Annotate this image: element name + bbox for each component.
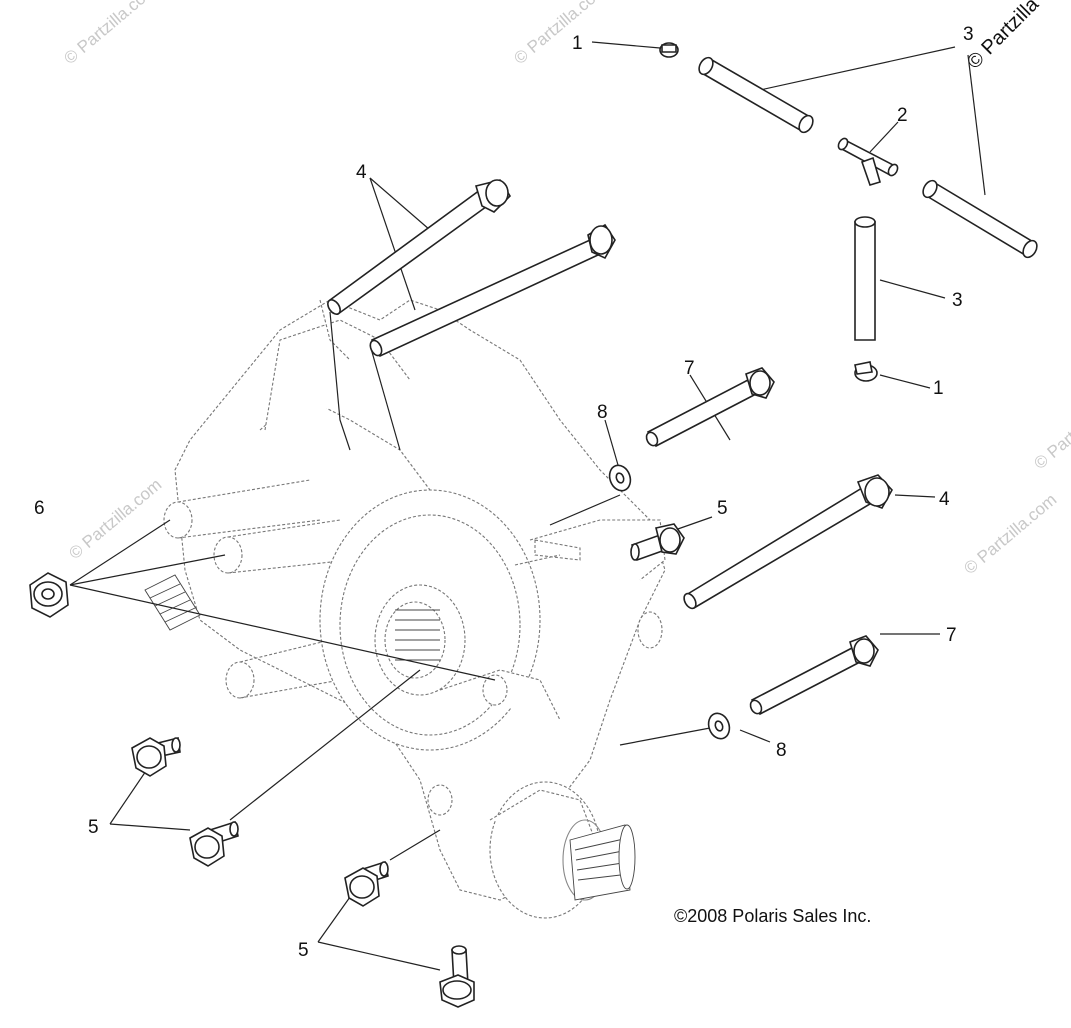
callout-7-bottom: 7 <box>946 625 957 646</box>
left-spline-shaft <box>144 574 201 631</box>
callout-8-bottom: 8 <box>776 740 787 761</box>
callout-1-top: 1 <box>572 33 583 54</box>
watermark-top-center: © Partzilla.com <box>510 0 610 68</box>
clamp-bottom <box>854 361 878 382</box>
transmission-housing <box>144 299 666 919</box>
bolt-long-upper-1 <box>327 179 512 316</box>
hose-upper <box>698 56 814 134</box>
callout-5-bottom: 5 <box>298 940 309 961</box>
callout-2: 2 <box>897 105 908 126</box>
bolt-long-upper-2 <box>369 223 616 358</box>
callouts: 1 1 2 3 3 4 4 5 5 5 6 7 7 8 8 <box>34 24 974 961</box>
watermark-mid-right: © Partzilla.com <box>960 490 1060 578</box>
callout-3-hose: 3 <box>952 290 963 311</box>
t-fitting <box>837 137 899 186</box>
output-spline-shaft <box>569 824 636 901</box>
copyright-text: ©2008 Polaris Sales Inc. <box>674 906 871 926</box>
bolt-5-left-lower <box>189 820 239 867</box>
hose-right <box>922 179 1038 259</box>
hex-nut <box>29 572 69 618</box>
bolt-7-upper <box>645 367 775 448</box>
watermark-right: © Partzilla.com <box>1030 385 1071 473</box>
bolt-5-left-upper <box>131 737 181 777</box>
callout-1-bottom: 1 <box>933 378 944 399</box>
callout-6: 6 <box>34 498 45 519</box>
bolt-5-bottom <box>439 945 475 1008</box>
hose-vertical <box>854 216 876 341</box>
callout-5-left: 5 <box>88 817 99 838</box>
callout-4-right: 4 <box>939 489 950 510</box>
watermark-top-left: © Partzilla.com <box>60 0 160 68</box>
bolt-7-lower <box>749 635 879 716</box>
callout-4-top: 4 <box>356 162 367 183</box>
callout-8-top: 8 <box>597 402 608 423</box>
washer-lower <box>707 712 731 740</box>
callout-7-top: 7 <box>684 358 695 379</box>
callout-5-middle: 5 <box>717 498 728 519</box>
washer-upper <box>608 464 632 492</box>
watermark-top-right: © Partzilla <box>963 0 1044 74</box>
bolt-5-middle <box>630 523 685 562</box>
callout-3-top: 3 <box>963 24 974 45</box>
bolt-5-bottom-left <box>344 860 389 907</box>
center-spline <box>395 609 440 661</box>
clamp-top <box>659 42 679 58</box>
watermark-mid-left: © Partzilla.com <box>65 475 165 563</box>
bolt-long-right <box>683 474 893 610</box>
